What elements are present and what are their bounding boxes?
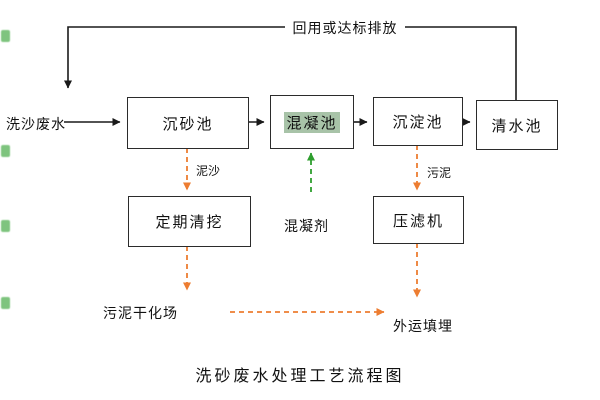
box-coagulation-tank-label: 混凝池 (284, 111, 340, 133)
box-periodic-dredging-label: 定期清挖 (155, 214, 224, 231)
box-coagulation-tank: 混凝池 (270, 95, 354, 149)
box-filter-press-label: 压滤机 (392, 212, 444, 230)
watermark-glyph (1, 297, 10, 309)
box-clear-water-tank: 清水池 (476, 100, 558, 150)
box-grit-chamber: 沉砂池 (127, 97, 249, 149)
coagulant-label: 混凝剂 (284, 218, 329, 234)
box-filter-press: 压滤机 (373, 196, 464, 244)
box-grit-chamber-label: 沉砂池 (162, 115, 214, 133)
silt-label: 泥沙 (196, 164, 221, 178)
offsite-landfill-label: 外运填埋 (393, 318, 453, 334)
sludge-drying-field-label: 污泥干化场 (103, 305, 178, 321)
watermark-glyph (1, 220, 10, 232)
box-clear-water-tank-label: 清水池 (491, 117, 543, 135)
diagram-title: 洗砂废水处理工艺流程图 (195, 368, 405, 385)
influent-label: 洗沙废水 (6, 116, 66, 132)
box-sedimentation-tank-label: 沉淀池 (392, 114, 444, 131)
watermark-glyph (1, 145, 10, 157)
box-periodic-dredging: 定期清挖 (128, 196, 251, 247)
recycle-label: 回用或达标排放 (285, 18, 405, 38)
watermark-glyph (1, 30, 10, 42)
sludge-label: 污泥 (427, 166, 452, 180)
box-sedimentation-tank: 沉淀池 (373, 97, 463, 146)
